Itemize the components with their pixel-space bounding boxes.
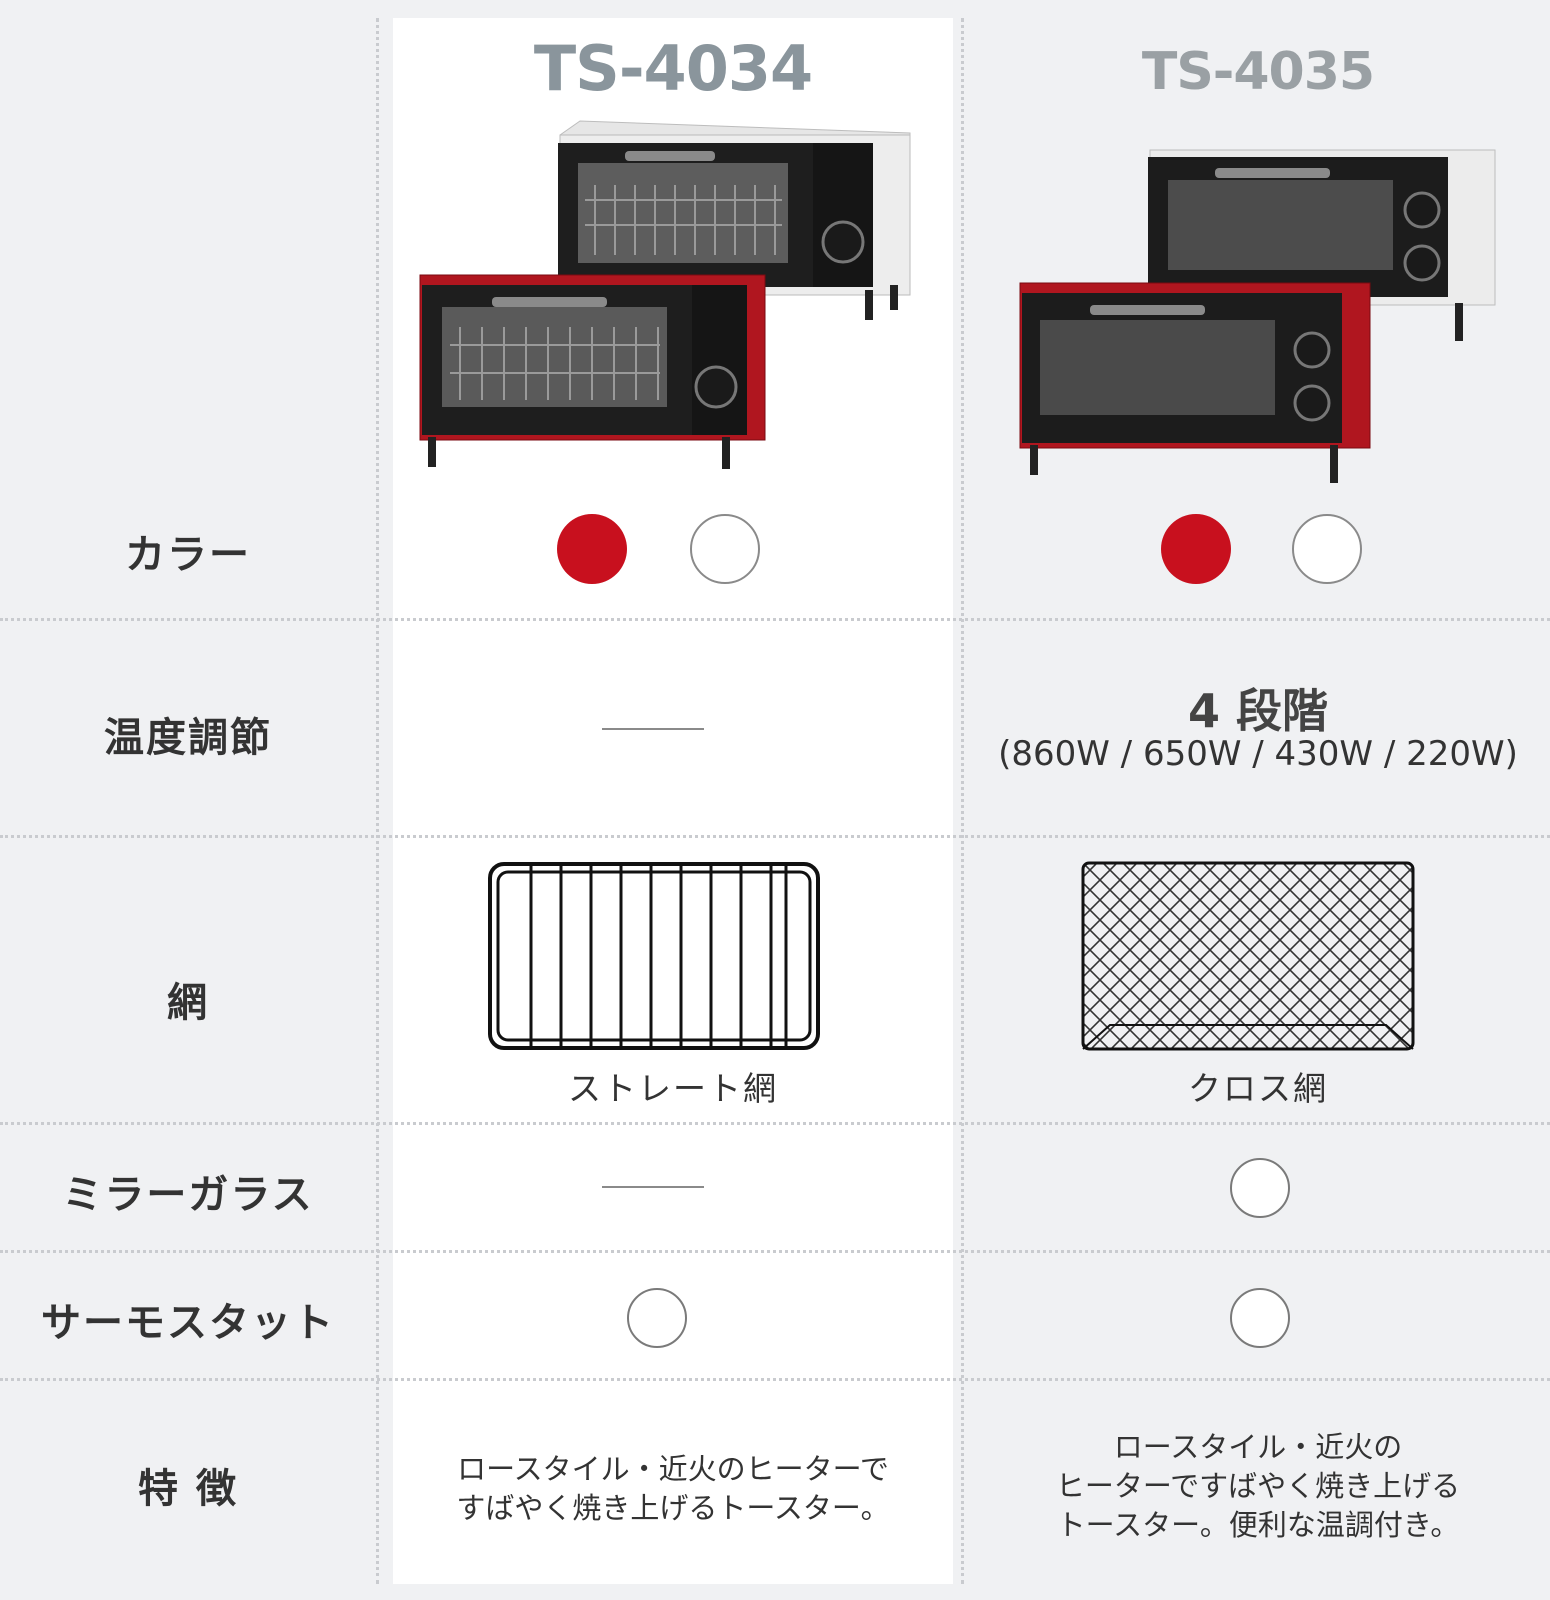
rack-caption-ts4034: ストレート網 (568, 1069, 778, 1108)
product-image-ts4034 (419, 120, 911, 469)
temperature-wattages-ts4035: (860W / 650W / 430W / 220W) (998, 734, 1518, 774)
product-image-ts4035 (1019, 149, 1496, 483)
row-divider (0, 1378, 1550, 1381)
straight-rack-icon (488, 862, 820, 1050)
row-label-temperature: 温度調節 (104, 715, 272, 761)
rack-caption-ts4035: クロス網 (1188, 1069, 1328, 1108)
column-divider (376, 18, 379, 1584)
available-circle-ts4034 (627, 1288, 687, 1348)
row-label-thermostat: サーモスタット (41, 1300, 335, 1346)
features-text-ts4035: ロースタイル・近火の ヒーターですばやく焼き上げる トースター。便利な温調付き。 (978, 1428, 1538, 1545)
row-divider (0, 1250, 1550, 1253)
features-line: ロースタイル・近火の (1113, 1430, 1403, 1464)
features-line: トースター。便利な温調付き。 (1056, 1508, 1460, 1542)
not-available-dash-ts4034 (602, 1186, 704, 1188)
features-line: ロースタイル・近火のヒーターで (457, 1452, 889, 1486)
row-label-mirror-glass: ミラーガラス (62, 1172, 314, 1218)
temperature-levels-ts4035: 4 段階 (1187, 684, 1329, 738)
color-swatch-white-ts4035 (1292, 514, 1362, 584)
color-swatch-red-ts4035 (1161, 514, 1231, 584)
available-circle-ts4035 (1230, 1288, 1290, 1348)
color-swatch-red-ts4034 (557, 514, 627, 584)
toaster-red-ts4035 (1019, 282, 1371, 483)
cross-rack-icon (1081, 861, 1415, 1051)
features-text-ts4034: ロースタイル・近火のヒーターで すばやく焼き上げるトースター。 (393, 1450, 953, 1528)
color-swatch-white-ts4034 (690, 514, 760, 584)
features-line: ヒーターですばやく焼き上げる (1055, 1469, 1461, 1503)
features-line: すばやく焼き上げるトースター。 (456, 1491, 890, 1525)
toaster-white-ts4034 (558, 120, 911, 320)
toaster-red-ts4034 (419, 274, 766, 469)
row-label-color: カラー (125, 532, 251, 578)
row-label-features: 特 徴 (138, 1466, 238, 1512)
toaster-white-ts4035 (1148, 149, 1496, 341)
model-title-ts4034: TS-4034 (533, 32, 813, 105)
column-divider (961, 18, 964, 1584)
row-label-rack: 網 (167, 980, 209, 1026)
not-available-dash-ts4034 (602, 728, 704, 730)
model-title-ts4035: TS-4035 (1141, 42, 1375, 102)
row-divider (0, 835, 1550, 838)
row-divider (0, 618, 1550, 621)
row-divider (0, 1122, 1550, 1125)
available-circle-ts4035 (1230, 1158, 1290, 1218)
